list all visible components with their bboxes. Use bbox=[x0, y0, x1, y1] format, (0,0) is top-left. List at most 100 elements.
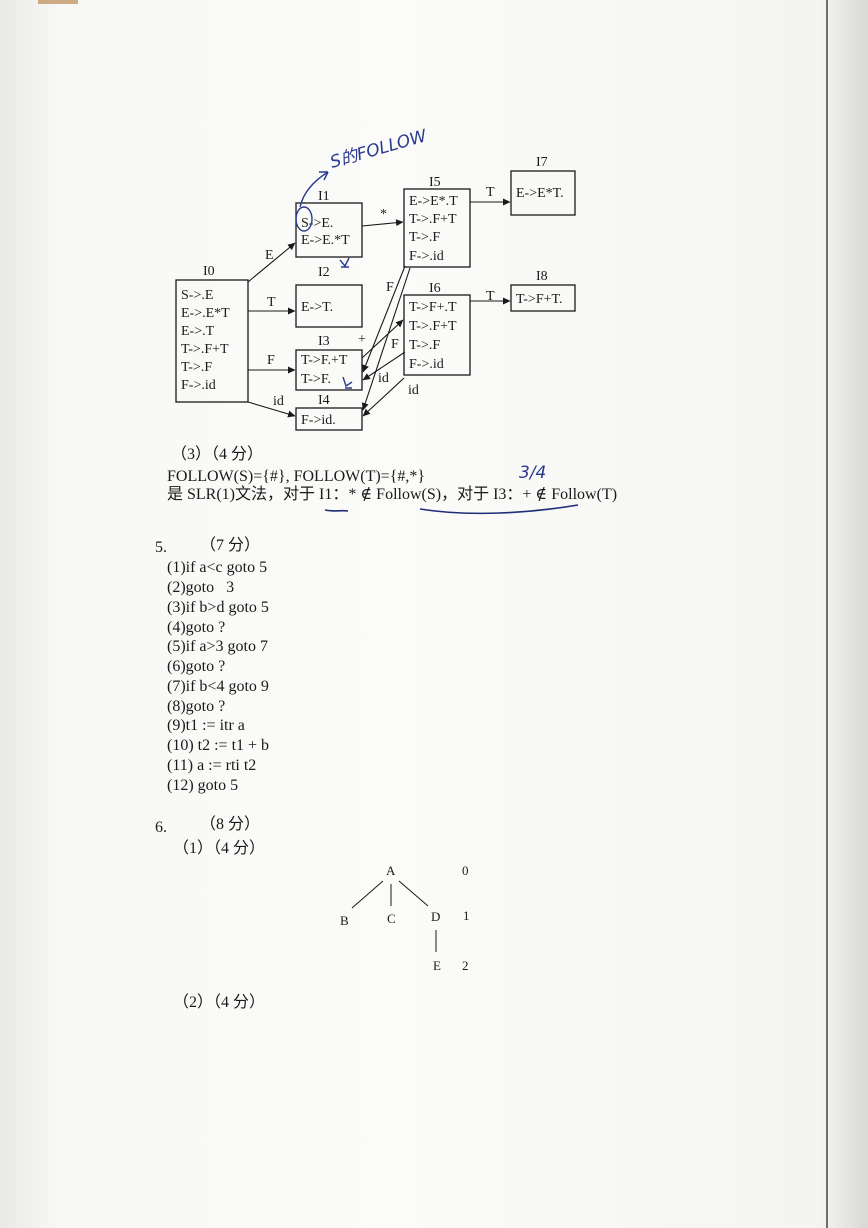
section3-heading: （3）（4 分） bbox=[171, 446, 264, 463]
edge-i5-i3 bbox=[362, 265, 406, 373]
edge-label: + bbox=[358, 332, 366, 347]
state-i5-item: E->E*.T bbox=[409, 194, 458, 209]
handwritten-underline-2 bbox=[419, 504, 579, 515]
handwritten-mark-i3 bbox=[342, 376, 353, 389]
handwritten-mark: 3/4 bbox=[519, 463, 546, 483]
edge-i5-i4 bbox=[361, 267, 411, 411]
state-i1-item: E->E.*T bbox=[301, 233, 350, 248]
state-i6-item: T->.F bbox=[409, 338, 440, 353]
code-line: (5)if a>3 goto 7 bbox=[167, 638, 268, 655]
state-i3-box bbox=[295, 349, 363, 391]
state-i2-box bbox=[295, 284, 363, 328]
tree-node-d: D bbox=[431, 909, 440, 924]
state-i7-box bbox=[510, 170, 576, 216]
edge-i1-i5 bbox=[361, 219, 404, 227]
state-i0-item: T->.F bbox=[181, 360, 212, 375]
code-line: (9)t1 := itr a bbox=[167, 717, 245, 734]
slr-conclusion-line: 是 SLR(1)文法，对于 I1：* ∉ Follow(S)，对于 I3：+ ∉… bbox=[167, 486, 618, 503]
paper-edge-mark bbox=[38, 0, 78, 4]
state-i6-title: I6 bbox=[429, 281, 441, 296]
edge-label: id bbox=[408, 383, 419, 398]
tree-node-e: E bbox=[433, 958, 441, 973]
handwritten-mark-i1 bbox=[339, 257, 350, 268]
state-i0-item: E->.T bbox=[181, 324, 215, 339]
code-line: (8)goto ? bbox=[167, 698, 226, 715]
state-i0-item: T->.F+T bbox=[181, 342, 229, 357]
tree-level-label: 1 bbox=[463, 908, 470, 923]
state-i5-item: F->.id bbox=[409, 249, 444, 264]
state-i0-box bbox=[175, 279, 249, 403]
section5-points: （7 分） bbox=[200, 537, 261, 554]
state-i1-title: I1 bbox=[318, 189, 330, 204]
edge-i6-i3 bbox=[362, 351, 406, 381]
paper-right-edge bbox=[826, 0, 828, 1228]
state-i4-box bbox=[295, 407, 363, 431]
state-i6-box bbox=[403, 294, 471, 376]
section6-points: （8 分） bbox=[200, 816, 261, 833]
state-i2-title: I2 bbox=[318, 265, 330, 280]
tree-edge-a-b bbox=[351, 880, 384, 909]
follow-sets-line: FOLLOW(S)={#}, FOLLOW(T)={#,*} bbox=[167, 468, 426, 485]
state-i6-item: F->.id bbox=[409, 357, 444, 372]
code-line: (6)goto ? bbox=[167, 658, 226, 675]
state-i0-item: E->.E*T bbox=[181, 306, 230, 321]
state-i3-item: T->F.+T bbox=[301, 353, 348, 368]
state-i4-item: F->id. bbox=[301, 413, 336, 428]
code-line: (3)if b>d goto 5 bbox=[167, 599, 269, 616]
edge-i3-i6 bbox=[361, 319, 404, 359]
edge-label: F bbox=[386, 280, 394, 295]
handwritten-arrow bbox=[299, 171, 329, 208]
state-i0-item: F->.id bbox=[181, 378, 216, 393]
state-i1-item: S->E. bbox=[301, 216, 333, 231]
edge-label: T bbox=[267, 295, 276, 310]
level-tree: A B C D E 0 1 2 bbox=[340, 863, 470, 973]
handwritten-underline-1 bbox=[324, 509, 349, 512]
code-line: (12) goto 5 bbox=[167, 777, 239, 794]
state-i0-item: S->.E bbox=[181, 288, 213, 303]
state-i0-title: I0 bbox=[203, 264, 215, 279]
code-line: (2)goto 3 bbox=[167, 579, 235, 596]
code-line: (11) a := rti t2 bbox=[167, 757, 257, 774]
tree-node-b: B bbox=[340, 913, 349, 928]
edge-i0-i4 bbox=[247, 401, 296, 418]
edge-label: E bbox=[265, 248, 274, 263]
code-line: (1)if a<c goto 5 bbox=[167, 559, 268, 576]
edge-i0-i1 bbox=[247, 242, 296, 283]
state-i5-title: I5 bbox=[429, 175, 441, 190]
edge-label: F bbox=[267, 353, 275, 368]
edge-label: T bbox=[486, 289, 495, 304]
tree-node-c: C bbox=[387, 911, 396, 926]
section5-number: 5. bbox=[155, 539, 167, 556]
section6-part2: （2）（4 分） bbox=[173, 994, 266, 1011]
tree-edge-a-d bbox=[398, 880, 429, 907]
section6-part1: （1）（4 分） bbox=[173, 840, 266, 857]
handwritten-note: S的FOLLOW bbox=[328, 126, 430, 173]
code-line: (10) t2 := t1 + b bbox=[167, 737, 270, 754]
edge-label: * bbox=[380, 207, 387, 222]
handwritten-circle-s bbox=[295, 206, 313, 232]
state-i6-item: T->F+.T bbox=[409, 300, 457, 315]
state-i5-item: T->.F bbox=[409, 230, 440, 245]
state-i8-item: T->F+T. bbox=[516, 292, 563, 307]
state-i8-box bbox=[510, 284, 576, 312]
code-line: (7)if b<4 goto 9 bbox=[167, 678, 269, 695]
handwritten-arrowhead bbox=[319, 171, 329, 181]
edge-i6-i4 bbox=[362, 377, 405, 417]
state-i7-title: I7 bbox=[536, 155, 548, 170]
state-i8-title: I8 bbox=[536, 269, 548, 284]
state-i5-box bbox=[403, 188, 471, 268]
state-i3-item: T->F. bbox=[301, 372, 331, 387]
edge-label: id bbox=[378, 371, 389, 386]
code-line: (4)goto ? bbox=[167, 619, 226, 636]
state-i6-item: T->.F+T bbox=[409, 319, 457, 334]
edge-label: id bbox=[273, 394, 284, 409]
state-i4-title: I4 bbox=[318, 393, 330, 408]
state-i3-title: I3 bbox=[318, 334, 330, 349]
state-i5-item: T->.F+T bbox=[409, 212, 457, 227]
state-i2-item: E->T. bbox=[301, 300, 333, 315]
state-i7-item: E->E*T. bbox=[516, 186, 564, 201]
tree-level-label: 0 bbox=[462, 863, 469, 878]
tree-node-a: A bbox=[386, 863, 396, 878]
section6-number: 6. bbox=[155, 819, 167, 836]
